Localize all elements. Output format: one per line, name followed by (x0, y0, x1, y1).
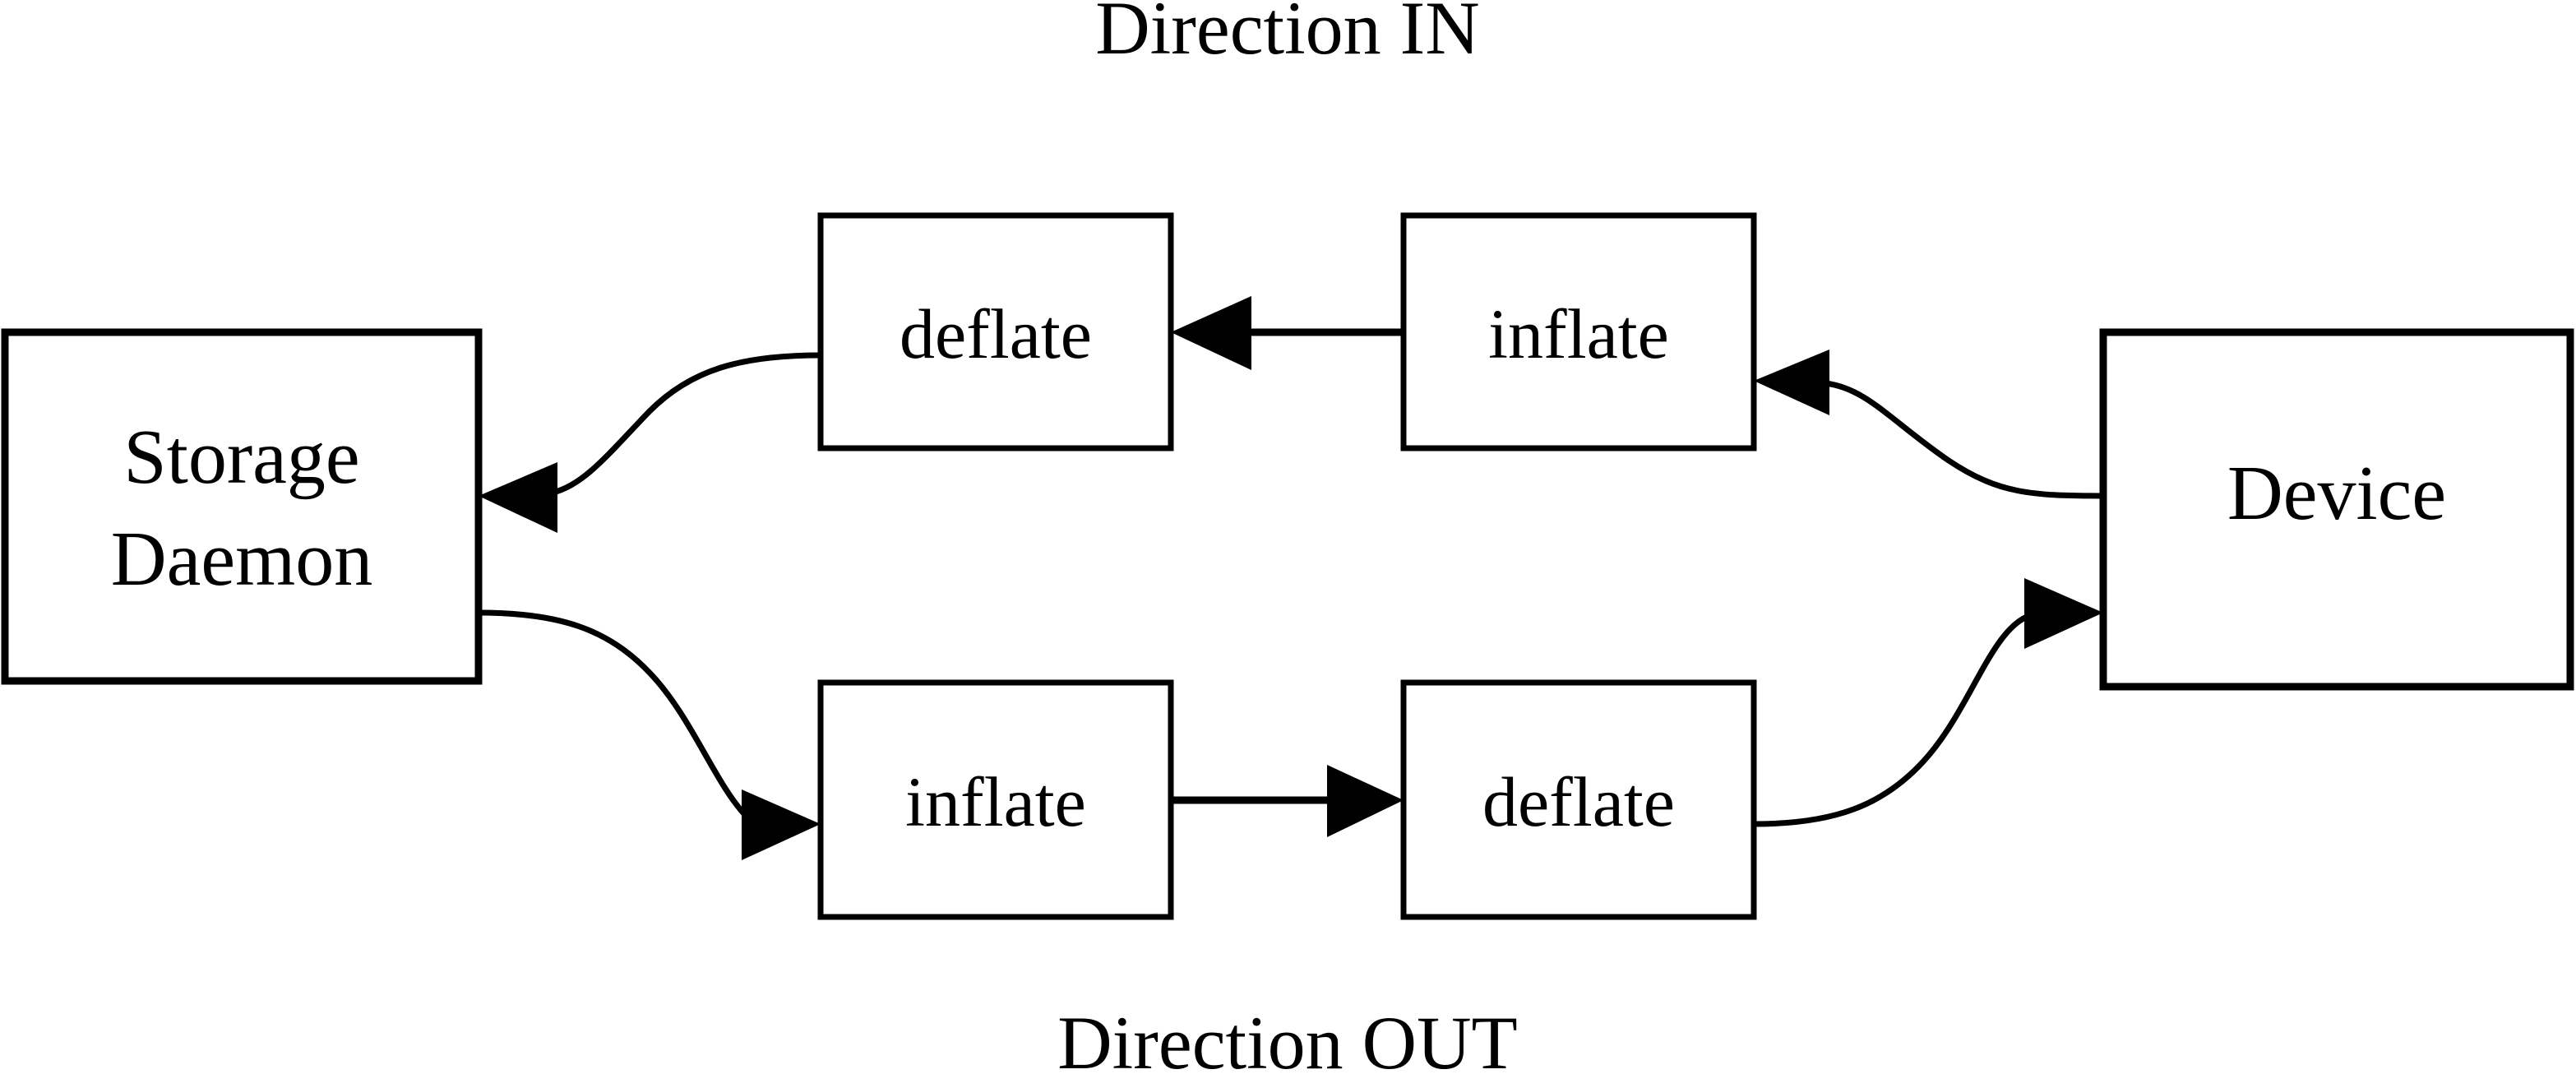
node-inflate-out-label: inflate (905, 762, 1086, 841)
edge-deflate-out-to-device-line (1753, 613, 2028, 827)
node-device[interactable]: Device (2099, 328, 2574, 691)
arrow-head-left-inflate-in-to-deflate-in (1171, 296, 1251, 370)
node-device-box[interactable] (2099, 328, 2574, 691)
direction-out-caption: Direction OUT (1057, 1001, 1518, 1085)
node-storage-daemon[interactable]: Storage Daemon (1, 328, 483, 685)
node-deflate-out-box[interactable] (1400, 679, 1757, 920)
node-storage-daemon-box[interactable] (1, 328, 483, 685)
node-storage-daemon-label-line1: Storage (123, 414, 359, 500)
edge-device-to-inflate-in-line (1824, 380, 2104, 499)
arrow-head-left-deflate-in-to-storage-daemon (479, 462, 557, 533)
edge-deflate-out-to-device (1753, 578, 2103, 827)
edge-storage-daemon-to-inflate-out-line (478, 609, 751, 821)
node-inflate-in[interactable]: inflate (1400, 212, 1757, 451)
edge-device-to-inflate-in (1754, 350, 2104, 499)
arrow-head-right-inflate-out-to-deflate-out (1327, 765, 1404, 837)
node-storage-daemon-label-line2: Daemon (111, 516, 372, 602)
edge-storage-daemon-to-inflate-out (478, 609, 821, 860)
edge-deflate-in-to-storage-daemon (479, 352, 821, 533)
arrow-head-right-storage-daemon-to-inflate-out (742, 789, 821, 860)
direction-in-caption: Direction IN (1095, 0, 1480, 70)
node-deflate-in-label: deflate (900, 294, 1092, 373)
node-deflate-in[interactable]: deflate (817, 212, 1174, 451)
node-deflate-out[interactable]: deflate (1400, 679, 1757, 920)
node-deflate-in-box[interactable] (817, 212, 1174, 451)
node-deflate-out-label: deflate (1482, 762, 1675, 841)
node-inflate-out[interactable]: inflate (817, 679, 1174, 920)
node-inflate-in-label: inflate (1488, 294, 1669, 373)
edge-inflate-in-to-deflate-in (1171, 296, 1404, 370)
edge-deflate-in-to-storage-daemon-line (552, 352, 821, 496)
node-inflate-in-box[interactable] (1400, 212, 1757, 451)
arrow-head-right-deflate-out-to-device (2024, 578, 2103, 649)
arrow-head-left-device-to-inflate-in (1754, 350, 1829, 415)
node-inflate-out-box[interactable] (817, 679, 1174, 920)
edge-inflate-out-to-deflate-out (1171, 765, 1404, 837)
node-device-label: Device (2227, 451, 2446, 536)
